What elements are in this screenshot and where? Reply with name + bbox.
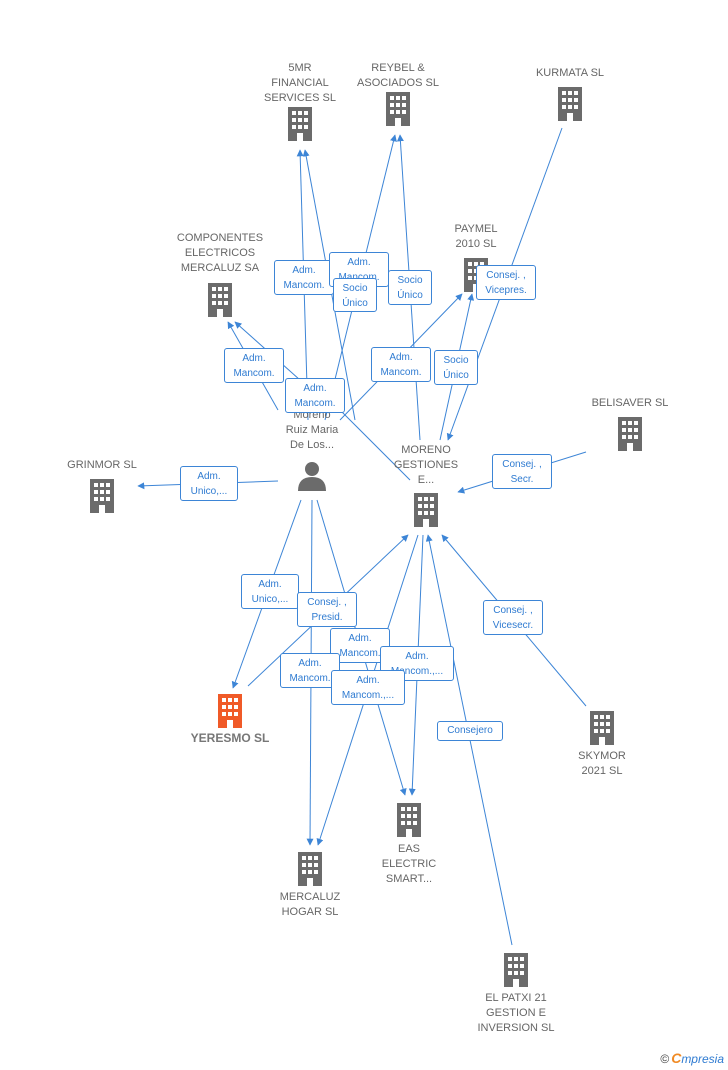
relation-label[interactable]: Adm. Mancom.	[371, 347, 431, 382]
node-label: YERESMO SL	[190, 731, 270, 745]
relation-label[interactable]: Consejero	[437, 721, 503, 741]
relation-label[interactable]: Socio Único	[333, 278, 377, 312]
node-label: COMPONENTES ELECTRICOS MERCALUZ SA	[176, 232, 264, 274]
node-label: PAYMEL 2010 SL	[454, 223, 498, 250]
relation-label[interactable]: Consej. , Presid.	[297, 592, 357, 627]
node-moreno-gestiones[interactable]: MORENO GESTIONES E...	[382, 443, 470, 530]
node-label: 5MR FINANCIAL SERVICES SL	[264, 62, 336, 104]
node-paymel[interactable]: PAYMEL 2010 SL	[436, 222, 516, 293]
building-icon	[386, 92, 410, 126]
node-grinmor[interactable]: GRINMOR SL	[50, 458, 154, 516]
node-label: SKYMOR 2021 SL	[578, 750, 626, 777]
node-5mr-financial-services[interactable]: 5MR FINANCIAL SERVICES SL	[248, 61, 352, 142]
node-mercaluz-hogar[interactable]: MERCALUZ HOGAR SL	[262, 851, 358, 920]
relation-label[interactable]: Adm. Mancom.	[274, 260, 334, 295]
brand-initial: C	[671, 1050, 682, 1066]
node-belisaver[interactable]: BELISAVER SL	[578, 396, 682, 454]
node-label: BELISAVER SL	[591, 397, 669, 409]
building-icon	[414, 493, 438, 527]
node-person-moreno-ruiz[interactable]: Moreno Ruiz Maria De Los...	[268, 408, 356, 493]
relation-label[interactable]: Adm. Unico,...	[180, 466, 238, 501]
building-icon	[218, 694, 242, 728]
relation-label[interactable]: Consej. , Vicesecr.	[483, 600, 543, 635]
node-label: KURMATA SL	[535, 67, 605, 79]
edge-person-moreno	[339, 409, 411, 481]
building-icon	[288, 107, 312, 141]
building-icon	[590, 711, 614, 745]
building-icon	[618, 417, 642, 451]
person-icon	[298, 462, 326, 491]
node-eas-electric[interactable]: EAS ELECTRIC SMART...	[364, 802, 454, 887]
node-skymor[interactable]: SKYMOR 2021 SL	[556, 710, 648, 779]
node-el-patxi[interactable]: EL PATXI 21 GESTION E INVERSION SL	[458, 952, 574, 1036]
building-icon	[397, 803, 421, 837]
copyright-symbol: ©	[660, 1052, 670, 1066]
building-icon	[298, 852, 322, 886]
node-label: EL PATXI 21 GESTION E INVERSION SL	[477, 992, 555, 1034]
node-label: MERCALUZ HOGAR SL	[279, 891, 341, 918]
node-kurmata[interactable]: KURMATA SL	[518, 66, 622, 124]
node-componentes-electricos[interactable]: COMPONENTES ELECTRICOS MERCALUZ SA	[160, 231, 280, 318]
building-icon	[504, 953, 528, 987]
building-icon	[208, 283, 232, 317]
relation-label[interactable]: Adm. Mancom.,...	[331, 670, 405, 705]
node-label: GRINMOR SL	[67, 459, 137, 471]
building-icon	[558, 87, 582, 121]
node-label: REYBEL & ASOCIADOS SL	[357, 62, 439, 89]
relation-label[interactable]: Socio Único	[388, 270, 432, 305]
relation-label[interactable]: Consej. , Vicepres.	[476, 265, 536, 300]
relation-label[interactable]: Consej. , Secr.	[492, 454, 552, 489]
relation-label[interactable]: Adm. Mancom.	[280, 653, 340, 688]
relation-label[interactable]: Adm. Mancom.	[224, 348, 284, 383]
relation-label[interactable]: Socio Único	[434, 350, 478, 385]
empresia-logo: ©Cmpresia	[660, 1050, 724, 1066]
brand-name: mpresia	[681, 1052, 724, 1066]
node-yeresmo[interactable]: YERESMO SL	[170, 693, 290, 746]
node-reybel-asociados[interactable]: REYBEL & ASOCIADOS SL	[346, 61, 450, 127]
relation-label[interactable]: Adm. Unico,...	[241, 574, 299, 609]
building-icon	[90, 479, 114, 513]
node-label: EAS ELECTRIC SMART...	[381, 843, 437, 885]
relation-label[interactable]: Adm. Mancom.	[285, 378, 345, 413]
node-label: MORENO GESTIONES E...	[393, 444, 459, 486]
node-label: Moreno Ruiz Maria De Los...	[285, 409, 339, 451]
